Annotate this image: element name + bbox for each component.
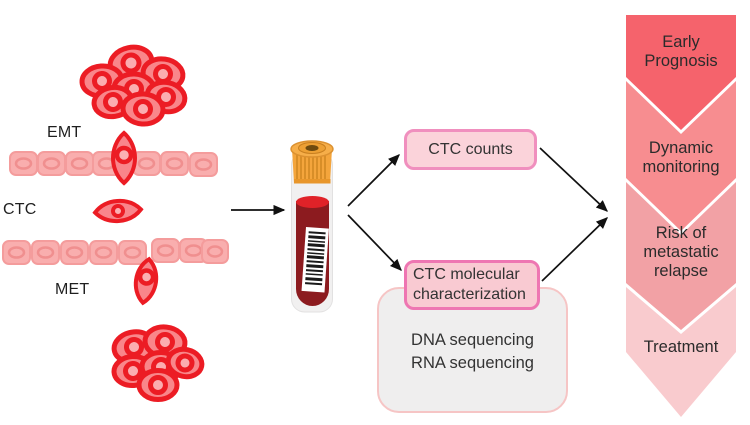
chevron-label-dynamic-monitoring: Dynamic monitoring xyxy=(642,139,720,176)
tumor-cell-cluster-bottom-icon xyxy=(111,324,205,402)
blood-tube-icon xyxy=(290,140,334,313)
ctc-label: CTC xyxy=(3,201,37,218)
arrow-counts-to-outcomes xyxy=(539,147,608,212)
epithelial-cell-row-emt-icon xyxy=(9,151,218,177)
chevron-risk-relapse xyxy=(626,182,736,330)
epithelial-cell-row-met-icon xyxy=(2,238,229,265)
arrow-molecular-to-outcomes xyxy=(541,217,608,282)
chevron-early-prognosis xyxy=(626,15,736,130)
ctc-spindle-cell-met-icon xyxy=(133,256,159,306)
chevron-label-early-prognosis: Early Prognosis xyxy=(644,33,718,70)
chevron-label-risk-relapse: Risk of metastatic relapse xyxy=(643,224,719,280)
sequencing-text: DNA sequencing RNA sequencing xyxy=(411,331,534,372)
arrow-tube-to-molecular xyxy=(347,214,402,271)
ctc-molecular-box: CTC molecular characterization xyxy=(404,260,540,310)
met-label: MET xyxy=(55,281,90,298)
chevron-treatment xyxy=(626,287,736,417)
chevron-label-treatment: Treatment xyxy=(643,338,719,356)
ctc-counts-box: CTC counts xyxy=(404,129,537,170)
chevron-dynamic-monitoring xyxy=(626,81,736,231)
ctc-spindle-cell-emt-icon xyxy=(110,130,138,186)
outcome-chevrons xyxy=(626,15,736,417)
tumor-cell-cluster-top-icon xyxy=(79,44,188,127)
emt-label: EMT xyxy=(47,124,82,141)
ctc-cell-icon xyxy=(92,198,144,224)
arrow-tube-to-counts xyxy=(347,154,400,207)
flow-arrows xyxy=(231,147,608,282)
